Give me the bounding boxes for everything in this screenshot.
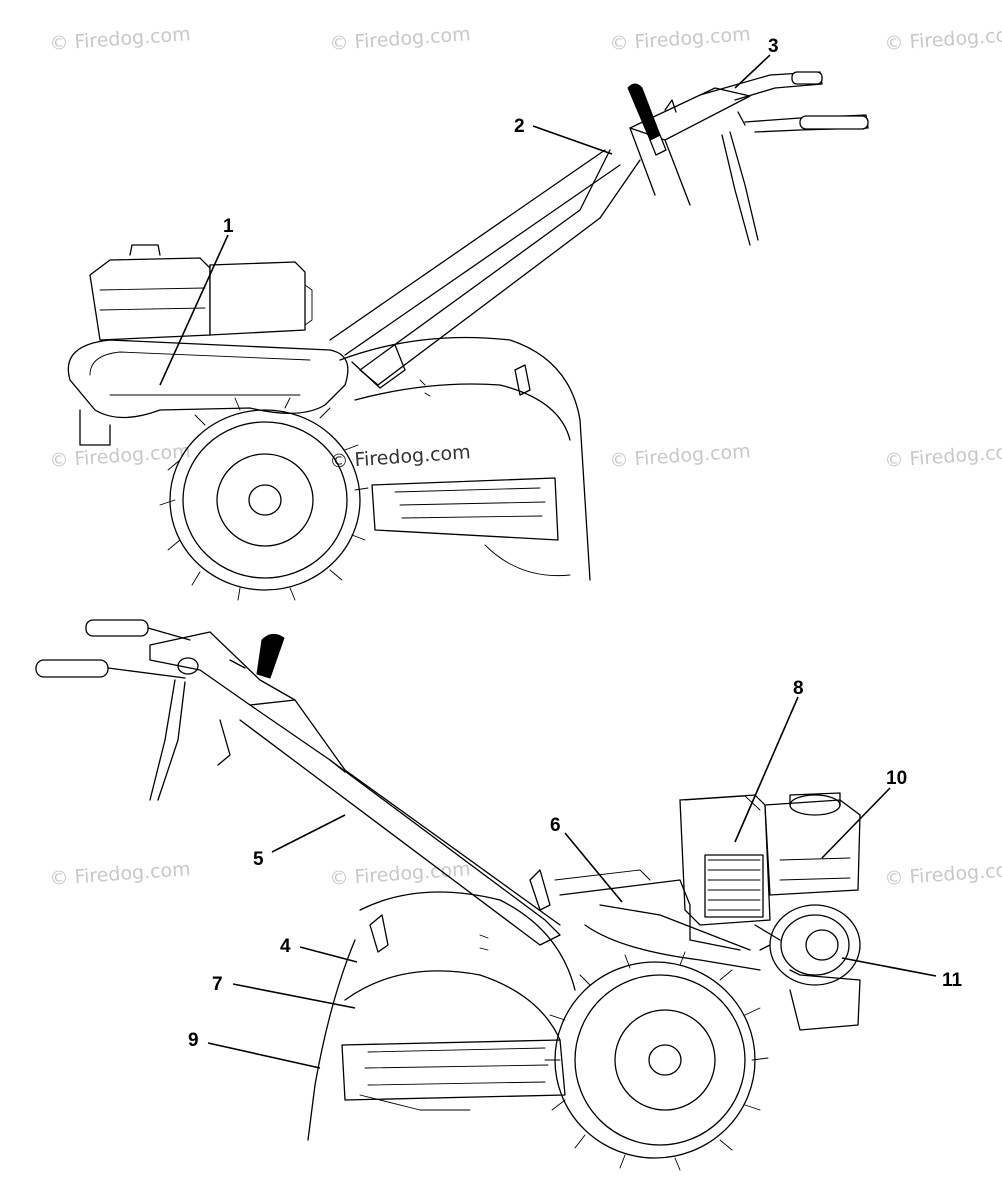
leader-line-9 [207, 1042, 321, 1069]
watermark: © Firedog.com [49, 440, 192, 472]
watermark: © Firedog.com [329, 858, 472, 890]
leader-line-10 [821, 787, 891, 859]
handle-bar-bottom [35, 619, 296, 801]
tine-shield-top [79, 336, 591, 581]
watermark: © Firedog.com [49, 23, 192, 55]
handle-tube-bottom [239, 699, 561, 946]
callout-leaders [159, 54, 937, 1069]
callout-8: 8 [793, 678, 804, 699]
tiller-top-illustration [67, 71, 869, 601]
callout-5: 5 [253, 849, 264, 870]
callout-7: 7 [212, 974, 223, 995]
callout-labels: 1 2 3 4 5 6 7 8 9 10 11 [188, 36, 963, 1051]
callout-2: 2 [514, 116, 525, 137]
leader-line-3 [734, 54, 771, 89]
callout-4: 4 [280, 936, 291, 957]
callout-3: 3 [768, 36, 779, 57]
handle-tube-top [329, 149, 641, 389]
leader-line-4 [299, 946, 358, 963]
tiller-bottom-illustration [35, 619, 861, 1171]
tine-shield-bottom [307, 891, 576, 1141]
watermark: © Firedog.com [884, 23, 1002, 55]
watermark: © Firedog.com [609, 23, 752, 55]
watermark-layer: © Firedog.com © Firedog.com © Firedog.co… [49, 23, 1002, 890]
callout-1: 1 [223, 216, 234, 237]
watermark: © Firedog.com [329, 23, 472, 55]
leader-line-6 [564, 832, 623, 903]
callout-9: 9 [188, 1030, 199, 1051]
callout-6: 6 [550, 815, 561, 836]
watermark: © Firedog.com [884, 858, 1002, 890]
leader-line-1 [159, 234, 229, 386]
callout-10: 10 [886, 768, 907, 789]
leader-line-11 [841, 957, 937, 977]
frame-bottom [529, 869, 761, 971]
engine-top [89, 244, 313, 341]
watermark: © Firedog.com [884, 440, 1002, 472]
leader-line-5 [271, 814, 346, 853]
wheel-top [159, 397, 369, 601]
watermark: © Firedog.com [49, 858, 192, 890]
watermark: © Firedog.com [609, 440, 752, 472]
fender-top [67, 339, 349, 419]
leader-line-2 [532, 125, 613, 155]
watermark: © Firedog.com [329, 441, 472, 473]
leader-line-7 [232, 983, 356, 1009]
callout-11: 11 [942, 970, 963, 991]
engine-bottom [679, 792, 861, 1031]
handle-bar-top [627, 71, 869, 246]
wheel-bottom [544, 951, 769, 1171]
leader-line-8 [734, 696, 799, 843]
